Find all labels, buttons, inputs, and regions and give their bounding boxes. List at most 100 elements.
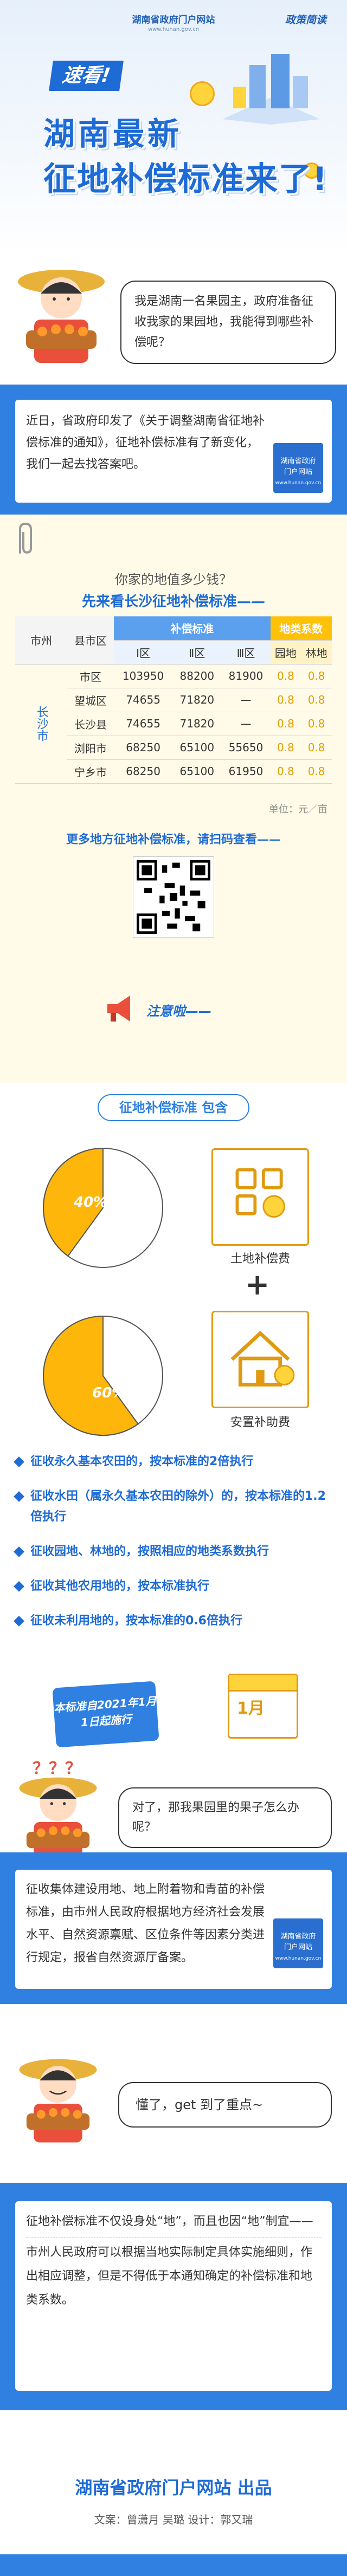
question-marks: ？？？ <box>33 1759 81 1778</box>
composition-section: 征地补偿标准 包含 40% 土地补偿费 + 60% 安置补助费 征收永久基本农田… <box>0 1083 347 1861</box>
col-header-city: 市州 <box>15 616 67 665</box>
zone3-cell: 55650 <box>221 736 271 760</box>
rules-list: 征收永久基本农田的，按本标准的2倍执行 征收水田（属永久基本农田的除外）的，按本… <box>15 1452 332 1645</box>
gold-coin-icon <box>190 81 215 106</box>
city-cell: 长沙市 <box>15 664 67 784</box>
garden-cell: 0.8 <box>270 736 301 760</box>
brand-name[interactable]: 湖南省政府门户网站 <box>132 15 215 25</box>
list-item: 征收园地、林地的，按照相应的地类系数执行 <box>15 1541 332 1562</box>
local-adjustment-p1: 征地补偿标准不仅设身处“地”，而且也因“地”制宜—— <box>26 2215 313 2228</box>
table-row: 长沙市 市区 103950 88200 81900 0.8 0.8 <box>15 664 332 784</box>
pie-slice-label: 40% <box>73 1194 107 1211</box>
badge-line2: 门户网站 <box>284 468 312 476</box>
pie-slice-label: 60% <box>92 1385 126 1401</box>
notice-section: 近日，省政府印发了《关于调整湖南省征地补偿标准的通知》，征地补偿标准有了新变化，… <box>0 385 347 515</box>
zone3-cell: 81900 <box>221 664 271 688</box>
zone2-cell: 71820 <box>172 712 222 736</box>
compensation-table-wrapper: 市州 县市区 补偿标准 地类系数 Ⅰ区 Ⅱ区 Ⅲ区 园地 林地 长沙市 市区 1… <box>15 616 332 784</box>
zone3-cell: — <box>221 712 271 736</box>
forest-cell: 0.8 <box>301 736 332 760</box>
understood-section: 懂了，get 到了重点~ <box>0 2004 347 2183</box>
zone1-cell: 74655 <box>114 712 173 736</box>
col-header-garden: 园地 <box>270 640 301 665</box>
paperclip-icon <box>19 522 32 554</box>
garden-cell: 0.8 <box>270 712 301 736</box>
pie-slice <box>43 1315 139 1436</box>
fruit-question-bubble: 对了，那我果园里的果子怎么办呢？ <box>118 1787 332 1848</box>
gold-coin-icon <box>304 162 320 179</box>
title-tag: 速看! <box>49 61 124 91</box>
scan-more-text: 更多地方征地补偿标准，请扫码查看—— <box>66 833 281 847</box>
badge-line1: 湖南省政府 <box>280 457 316 465</box>
zone1-cell: 103950 <box>114 664 173 688</box>
changsha-heading: 先来看长沙征地补偿标准—— <box>81 594 265 610</box>
qr-code-icon[interactable] <box>133 857 214 937</box>
garden-cell: 0.8 <box>270 664 301 688</box>
footer-credit: 文案：曾潇月 吴璐 设计：郭又瑞 <box>94 2513 253 2526</box>
forest-cell: 0.8 <box>301 688 332 712</box>
table-row: 宁乡市 68250 65100 61950 0.8 0.8 <box>15 759 332 784</box>
zone2-cell: 71820 <box>172 688 222 712</box>
page-title-line1: 湖南最新 <box>43 115 183 152</box>
composition-ribbon: 征地补偿标准 包含 <box>98 1094 249 1121</box>
table-row: 望城区 74655 71820 — 0.8 0.8 <box>15 688 332 712</box>
county-cell: 望城区 <box>67 688 114 712</box>
group-header-land-coefficient: 地类系数 <box>270 616 332 641</box>
badge-url: www.hunan.gov.cn <box>275 480 322 486</box>
zone1-cell: 68250 <box>114 759 173 784</box>
value-question: 你家的地值多少钱？ <box>115 572 232 587</box>
resettlement-icon <box>211 1311 309 1408</box>
county-cell: 长沙县 <box>67 712 114 736</box>
header-section: 湖南省政府门户网站 www.hunan.gov.cn 政策简读 速看! 湖南最新… <box>0 0 347 255</box>
intro-section: 我是湖南一名果园主，政府准备征收我家的果园地，我能得到哪些补偿呢？ <box>0 255 347 385</box>
forest-cell: 0.8 <box>301 759 332 784</box>
resettlement-pie: 60% <box>43 1315 163 1436</box>
table-section: 你家的地值多少钱？ 先来看长沙征地补偿标准—— 市州 县市区 补偿标准 地类系数… <box>0 515 347 1083</box>
county-cell: 宁乡市 <box>67 759 114 784</box>
forest-cell: 0.8 <box>301 664 332 688</box>
land-compensation-pie: 40% <box>43 1147 163 1268</box>
notice-text: 近日，省政府印发了《关于调整湖南省征地补偿标准的通知》，征地补偿标准有了新变化，… <box>26 414 265 471</box>
zone3-cell: 61950 <box>221 759 271 784</box>
garden-cell: 0.8 <box>270 759 301 784</box>
land-compensation-icon <box>211 1148 309 1246</box>
effective-date-banner: 本标准自2021年1月1日起施行 <box>52 1681 159 1748</box>
page-title-line2: 征地补偿标准来了! <box>43 160 329 198</box>
col-header-forest: 林地 <box>301 640 332 665</box>
local-adjustment-text: 征地补偿标准不仅设身处“地”，而且也因“地”制宜—— 市州人民政府可以根据当地实… <box>26 2210 321 2312</box>
list-item: 征收未利用地的，按本标准的0.6倍执行 <box>15 1611 332 1631</box>
footer-title: 湖南省政府门户网站 出品 <box>75 2477 272 2498</box>
top-bar: 湖南省政府门户网站 www.hunan.gov.cn <box>0 12 347 32</box>
group-header-compensation: 补偿标准 <box>114 616 271 641</box>
site-badge[interactable]: 湖南省政府 门户网站 www.hunan.gov.cn <box>273 1918 323 1968</box>
farmer-question-bubble: 我是湖南一名果园主，政府准备征收我家的果园地，我能得到哪些补偿呢？ <box>120 281 336 364</box>
city-illustration-icon <box>222 54 320 125</box>
farmer-girl-icon <box>18 270 105 363</box>
col-header-county: 县市区 <box>67 616 114 665</box>
badge-url: www.hunan.gov.cn <box>275 1956 322 1961</box>
col-header-zone1: Ⅰ区 <box>114 640 173 665</box>
local-adjustment-card: 征地补偿标准不仅设身处“地”，而且也因“地”制宜—— 市州人民政府可以根据当地实… <box>15 2201 332 2391</box>
list-item: 征收其他农用地的，按本标准执行 <box>15 1576 332 1597</box>
brand-url[interactable]: www.hunan.gov.cn <box>147 27 200 32</box>
megaphone-icon <box>107 996 130 1022</box>
col-header-zone3: Ⅲ区 <box>221 640 271 665</box>
land-compensation-label: 土地补偿费 <box>230 1252 290 1266</box>
farmer-girl-icon <box>19 2059 97 2143</box>
zone1-cell: 74655 <box>114 688 173 712</box>
badge-line2: 门户网站 <box>284 1943 312 1951</box>
forest-cell: 0.8 <box>301 712 332 736</box>
calendar-month: 1月 <box>237 1699 265 1718</box>
footer-wave <box>0 2554 347 2576</box>
calendar-icon: 1月 <box>228 1674 298 1739</box>
policy-brief-logo: 政策简读 <box>285 14 326 26</box>
notice-label: 注意啦—— <box>146 1004 211 1019</box>
pie-slice <box>43 1147 104 1257</box>
attachments-card: 征收集体建设用地、地上附着物和青苗的补偿标准，由市州人民政府根据地方经济社会发展… <box>15 1870 332 1989</box>
site-badge[interactable]: 湖南省政府 门户网站 www.hunan.gov.cn <box>273 443 323 493</box>
zone3-cell: — <box>221 688 271 712</box>
compensation-table: 市州 县市区 补偿标准 地类系数 Ⅰ区 Ⅱ区 Ⅲ区 园地 林地 长沙市 市区 1… <box>15 616 332 784</box>
county-cell: 市区 <box>67 664 114 688</box>
zone2-cell: 65100 <box>172 759 222 784</box>
local-adjustment-section: 征地补偿标准不仅设身处“地”，而且也因“地”制宜—— 市州人民政府可以根据当地实… <box>0 2183 347 2410</box>
